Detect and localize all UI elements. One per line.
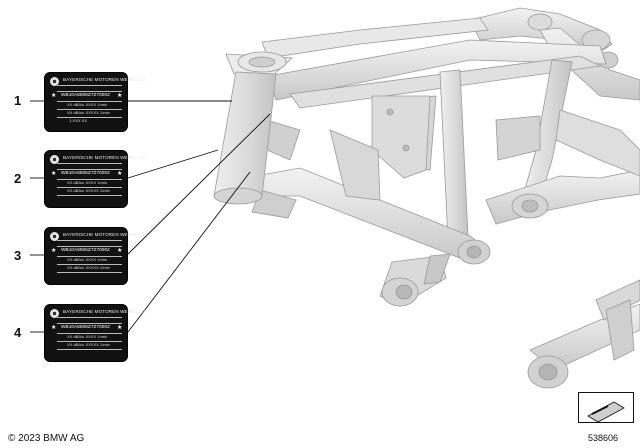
plate-line: XX.dBA/u XXXX 1/min xyxy=(67,180,108,185)
plate-line: XX.dBA/u XXXXX 1/min xyxy=(67,342,110,347)
plate-vin: WB10A6805Z7Z70002 xyxy=(61,171,110,176)
plate-line: XX.dBA/u XXXXX 1/min xyxy=(67,188,110,193)
star-icon: ★ xyxy=(117,93,123,99)
type-plate-4: BAYERISCHE MOTOREN WERKE AG ★ WB10A6805Z… xyxy=(44,304,145,362)
plate-line: XX.dBA/u XXXXX 1/min xyxy=(67,110,110,115)
star-icon: ★ xyxy=(51,325,57,331)
callout-number-1: 1 xyxy=(14,93,22,108)
star-icon: ★ xyxy=(117,171,123,177)
callout-number-3: 3 xyxy=(14,248,22,263)
type-plate-1: BAYERISCHE MOTOREN WERKE AG ★ WB10A6805Z… xyxy=(44,72,145,132)
diagram-number: 538606 xyxy=(588,433,619,443)
plate-header: BAYERISCHE MOTOREN WERKE AG xyxy=(63,155,146,160)
plate-line: 1-XXX XX xyxy=(69,118,88,123)
star-icon: ★ xyxy=(51,171,57,177)
vehicle-position-icon xyxy=(578,392,634,423)
bmw-logo-icon xyxy=(50,309,59,318)
bmw-logo-icon xyxy=(50,155,59,164)
type-plate-3: BAYERISCHE MOTOREN WERKE AG ★ WB10A6805Z… xyxy=(44,227,145,285)
star-icon: ★ xyxy=(117,325,123,331)
plate-vin: WB10A6805Z7Z70002 xyxy=(61,248,110,253)
plate-header: BAYERISCHE MOTOREN WERKE AG xyxy=(63,232,146,237)
plate-vin: WB10A6805Z7Z70002 xyxy=(61,325,110,330)
star-icon: ★ xyxy=(117,248,123,254)
plate-line: XX.dBA/u XXXX 1/min xyxy=(67,257,108,262)
callout-number-2: 2 xyxy=(14,171,22,186)
plate-header: BAYERISCHE MOTOREN WERKE AG xyxy=(63,77,146,82)
bmw-logo-icon xyxy=(50,232,59,241)
bmw-logo-icon xyxy=(50,77,59,86)
plate-line: XX.dBA/u XXXXX 1/min xyxy=(67,265,110,270)
plate-header: BAYERISCHE MOTOREN WERKE AG xyxy=(63,309,146,314)
plate-vin: WB10A6805Z7Z70002 xyxy=(61,93,110,98)
plate-line: XX.dBA/u XXXX 1/min xyxy=(67,334,108,339)
star-icon: ★ xyxy=(51,248,57,254)
copyright-text: © 2023 BMW AG xyxy=(8,433,85,444)
star-icon: ★ xyxy=(51,93,57,99)
plate-line: XX.dBA/u XXXX 1/min xyxy=(67,102,108,107)
type-plate-2: BAYERISCHE MOTOREN WERKE AG ★ WB10A6805Z… xyxy=(44,150,145,208)
callout-number-4: 4 xyxy=(14,325,22,340)
